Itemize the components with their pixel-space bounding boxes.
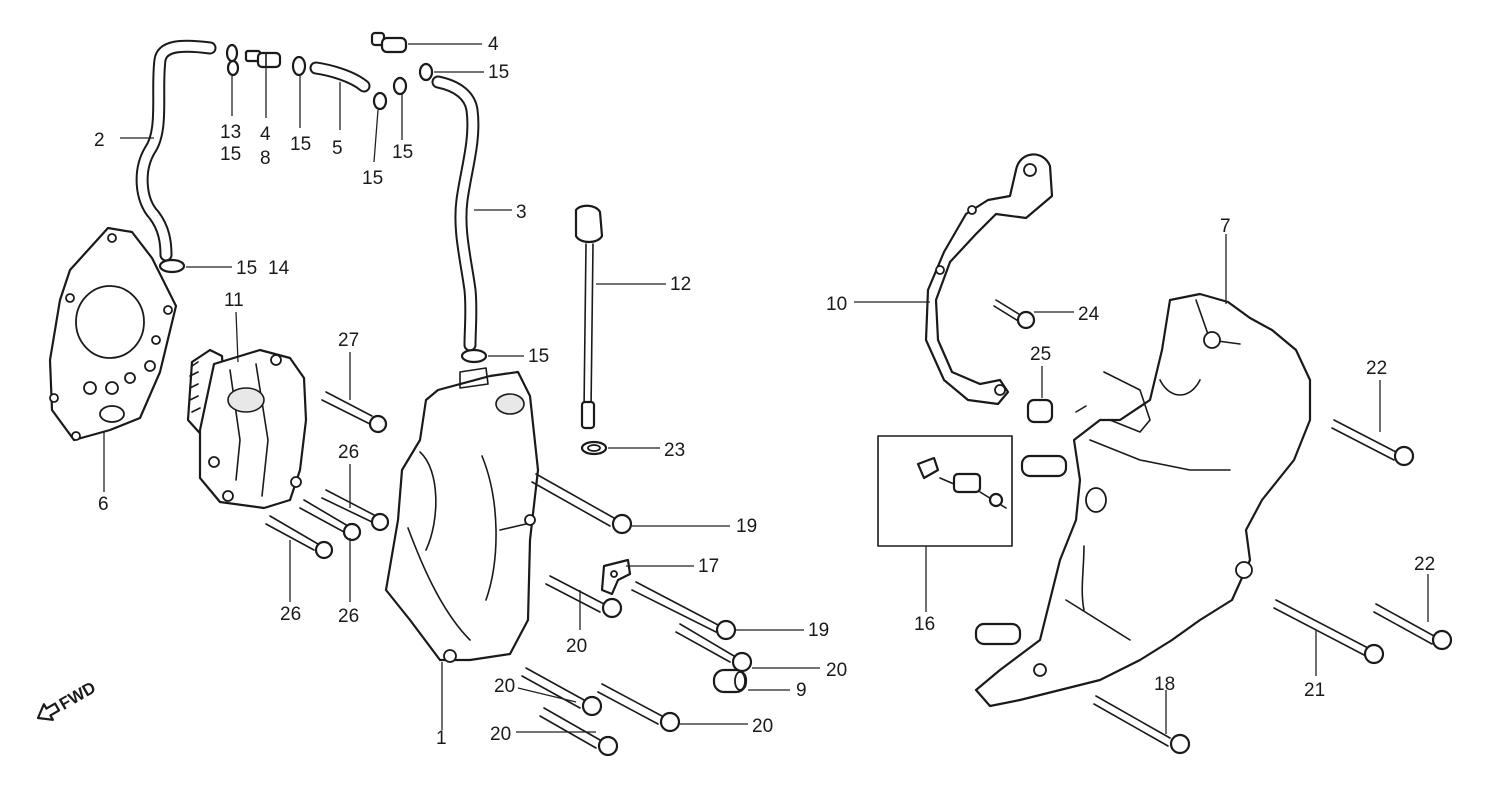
- dowel-9: [712, 668, 748, 694]
- label-22: 22: [1366, 358, 1387, 379]
- pump-11: [186, 348, 308, 510]
- label-20: 20: [490, 724, 511, 745]
- clip-15-a: [372, 62, 434, 111]
- sensor-16: [877, 435, 1013, 547]
- leader-lines: [103, 43, 1429, 734]
- bolt-19-a: [531, 473, 633, 535]
- bolt-20-e: [539, 707, 619, 757]
- label-20: 20: [494, 676, 515, 697]
- label-1: 1: [436, 728, 447, 749]
- label-4: 4: [488, 34, 499, 55]
- label-4: 4: [260, 124, 271, 145]
- bolt-20-b: [675, 623, 753, 673]
- bolt-26-c: [265, 515, 334, 560]
- label-25: 25: [1030, 344, 1051, 365]
- label-21: 21: [1304, 680, 1325, 701]
- label-3: 3: [516, 202, 527, 223]
- clip-15-14: [158, 258, 186, 274]
- cover-1: [384, 367, 540, 663]
- bolt-20-c: [521, 667, 603, 717]
- callout-labels: 2 13 15 4 8 15 5 15 15 4 15 3 15 14 15 1…: [94, 34, 1435, 749]
- bolt-18: [1093, 695, 1191, 755]
- dowel-25: [1026, 398, 1054, 424]
- label-20: 20: [752, 716, 773, 737]
- hose-5: [309, 61, 371, 93]
- clip-15-bottom: [460, 348, 488, 364]
- label-24: 24: [1078, 304, 1100, 325]
- label-15: 15: [220, 144, 241, 165]
- gasket-6: [48, 226, 178, 442]
- label-26: 26: [338, 606, 359, 627]
- label-7: 7: [1220, 216, 1231, 237]
- label-11: 11: [224, 290, 244, 311]
- label-2: 2: [94, 130, 105, 151]
- washer-23: [580, 440, 608, 456]
- cover-7: [974, 292, 1312, 708]
- label-27: 27: [338, 330, 359, 351]
- clip-13: [225, 43, 240, 77]
- bolt-22-a: [1331, 419, 1415, 467]
- hose-3: [431, 75, 480, 352]
- label-9: 9: [796, 680, 807, 701]
- fwd-arrow-icon: [36, 702, 61, 721]
- bracket-17: [600, 558, 632, 596]
- label-14: 14: [268, 258, 290, 279]
- label-19: 19: [736, 516, 757, 537]
- dipstick-12: [574, 204, 604, 430]
- bolt-27: [321, 391, 388, 434]
- bolt-26-b: [299, 499, 362, 542]
- label-15: 15: [392, 142, 413, 163]
- label-19: 19: [808, 620, 829, 641]
- label-23: 23: [664, 440, 685, 461]
- bolt-21: [1273, 599, 1385, 665]
- bolt-22-b: [1373, 603, 1453, 651]
- label-10: 10: [826, 294, 847, 315]
- label-15: 15: [488, 62, 509, 83]
- label-20: 20: [826, 660, 847, 681]
- bolt-20-a: [545, 575, 623, 619]
- label-18: 18: [1154, 674, 1175, 695]
- label-15: 15: [528, 346, 549, 367]
- label-15: 15: [236, 258, 257, 279]
- label-15: 15: [362, 168, 383, 189]
- label-22: 22: [1414, 554, 1435, 575]
- label-26: 26: [280, 604, 301, 625]
- hose-2: [135, 39, 217, 262]
- bolt-19-b: [631, 581, 737, 641]
- joint-4-top: [370, 31, 408, 54]
- label-5: 5: [332, 138, 343, 159]
- joint-4-8: [244, 49, 282, 69]
- bolt-24: [993, 299, 1036, 330]
- fwd-label: FWD: [56, 678, 99, 714]
- bolt-26-a: [321, 489, 390, 532]
- label-6: 6: [98, 494, 109, 515]
- label-8: 8: [260, 148, 271, 169]
- label-12: 12: [670, 274, 691, 295]
- gasket-10: [924, 153, 1054, 406]
- label-17: 17: [698, 556, 719, 577]
- clip-15-top: [291, 55, 307, 77]
- label-16: 16: [914, 614, 935, 635]
- label-26: 26: [338, 442, 359, 463]
- bolt-20-d: [597, 683, 681, 733]
- fwd-indicator: FWD: [36, 678, 99, 721]
- label-15: 15: [290, 134, 311, 155]
- label-13: 13: [220, 122, 241, 143]
- label-20: 20: [566, 636, 587, 657]
